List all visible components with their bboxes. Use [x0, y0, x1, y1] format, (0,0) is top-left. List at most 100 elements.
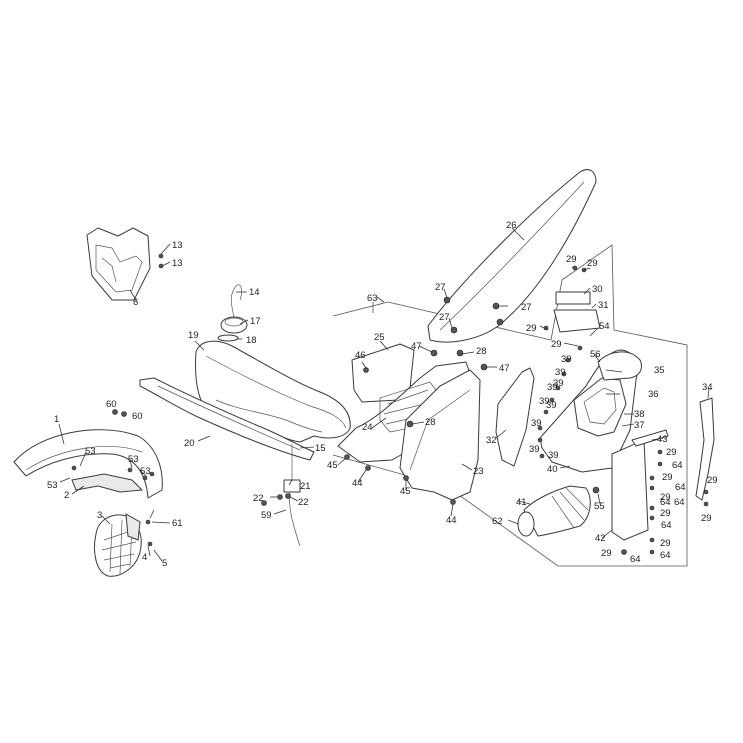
- callout-64a: 64: [672, 460, 683, 471]
- callout-64c: 64: [660, 497, 671, 508]
- callout-64g: 64: [630, 554, 641, 565]
- callout-53b: 53: [47, 480, 58, 491]
- callout-38: 38: [634, 409, 645, 420]
- fuel-cap: [220, 316, 248, 334]
- callout-27b: 27: [521, 302, 532, 313]
- callout-55: 55: [594, 501, 605, 512]
- callout-45a: 45: [327, 460, 338, 471]
- callout-29e: 29: [666, 447, 677, 458]
- callout-27a: 27: [435, 282, 446, 293]
- callout-64d: 64: [674, 497, 685, 508]
- callout-22a: 22: [253, 493, 264, 504]
- callout-24: 24: [362, 422, 373, 433]
- leader-lines: [58, 227, 710, 562]
- rear-fender: [427, 169, 597, 343]
- callout-28b: 28: [425, 417, 436, 428]
- callout-30: 30: [592, 284, 603, 295]
- callout-41: 41: [516, 497, 527, 508]
- callout-39c: 39: [547, 382, 558, 393]
- callout-32: 32: [486, 435, 497, 446]
- callout-29j: 29: [601, 548, 612, 559]
- callout-64e: 64: [661, 520, 672, 531]
- callout-64b: 64: [675, 482, 686, 493]
- callout-39f: 39: [531, 418, 542, 429]
- callout-29a: 29: [566, 254, 577, 265]
- air-box: [539, 349, 638, 473]
- callout-45b: 45: [400, 486, 411, 497]
- callout-18: 18: [246, 335, 257, 346]
- callout-19: 19: [188, 330, 199, 341]
- callout-34: 34: [702, 382, 713, 393]
- hose-clamp: [517, 511, 535, 537]
- callout-46: 46: [355, 350, 366, 361]
- callout-36: 36: [648, 389, 659, 400]
- callout-39i: 39: [553, 378, 564, 389]
- callout-39h: 39: [548, 450, 559, 461]
- callout-26: 26: [506, 220, 517, 231]
- callout-4: 4: [142, 552, 147, 563]
- callout-3: 3: [97, 510, 102, 521]
- callout-2: 2: [64, 490, 69, 501]
- callout-39a: 39: [561, 354, 572, 365]
- callout-54: 54: [599, 321, 610, 332]
- callout-31: 31: [598, 300, 609, 311]
- callout-47b: 47: [499, 363, 510, 374]
- callout-14: 14: [249, 287, 260, 298]
- rear-bracket: [695, 397, 715, 501]
- callout-44a: 44: [352, 478, 363, 489]
- callout-59: 59: [261, 510, 272, 521]
- breather-hose: [230, 284, 242, 319]
- callout-5: 5: [162, 558, 167, 569]
- callout-29b: 29: [587, 258, 598, 269]
- rear-side-panel: [399, 369, 481, 501]
- callout-28a: 28: [476, 346, 487, 357]
- fuel-tank: [195, 340, 351, 443]
- callout-25: 25: [374, 332, 385, 343]
- callout-labels: 1 2 3 4 5 6 13 13 14 15 17 18 19 20 21 2…: [47, 220, 718, 569]
- fasteners: [71, 253, 709, 555]
- callout-40: 40: [547, 464, 558, 475]
- side-plate: [495, 367, 535, 467]
- callout-39b: 39: [555, 367, 566, 378]
- callout-6: 6: [133, 297, 138, 308]
- front-fender: [13, 429, 163, 499]
- callout-39e: 39: [546, 400, 557, 411]
- callout-1: 1: [54, 414, 59, 425]
- fuel-tap: [283, 444, 301, 493]
- callout-44b: 44: [446, 515, 457, 526]
- callout-60a: 60: [106, 399, 117, 410]
- disc-guard: [94, 513, 142, 577]
- callout-22b: 22: [298, 497, 309, 508]
- callout-56: 56: [590, 349, 601, 360]
- headlight-mask: [86, 227, 151, 301]
- callout-13a: 13: [172, 240, 183, 251]
- intake-boot: [523, 485, 591, 537]
- plate-holder: [611, 439, 649, 541]
- callout-39g: 39: [529, 444, 540, 455]
- callout-29k: 29: [707, 475, 718, 486]
- callout-27c: 27: [439, 312, 450, 323]
- callout-13b: 13: [172, 258, 183, 269]
- callout-29f: 29: [662, 472, 673, 483]
- airbox-cover: [597, 351, 643, 381]
- callout-15: 15: [315, 443, 326, 454]
- callout-29i: 29: [660, 538, 671, 549]
- callout-21: 21: [300, 481, 311, 492]
- callout-29l: 29: [701, 513, 712, 524]
- plate-holder-strip: [631, 429, 669, 447]
- bracket-plate-upper: [555, 291, 591, 305]
- fender-bracket: [71, 473, 144, 493]
- callout-29h: 29: [660, 508, 671, 519]
- callout-29c: 29: [526, 323, 537, 334]
- callout-23: 23: [473, 466, 484, 477]
- callout-53c: 53: [128, 454, 139, 465]
- callout-62: 62: [492, 516, 503, 527]
- callout-29g: 29: [660, 492, 671, 503]
- callout-43: 43: [657, 434, 668, 445]
- callout-35: 35: [654, 365, 665, 376]
- callout-53a: 53: [85, 446, 96, 457]
- callout-47a: 47: [411, 341, 422, 352]
- callout-39d: 39: [539, 396, 550, 407]
- callout-61: 61: [172, 518, 183, 529]
